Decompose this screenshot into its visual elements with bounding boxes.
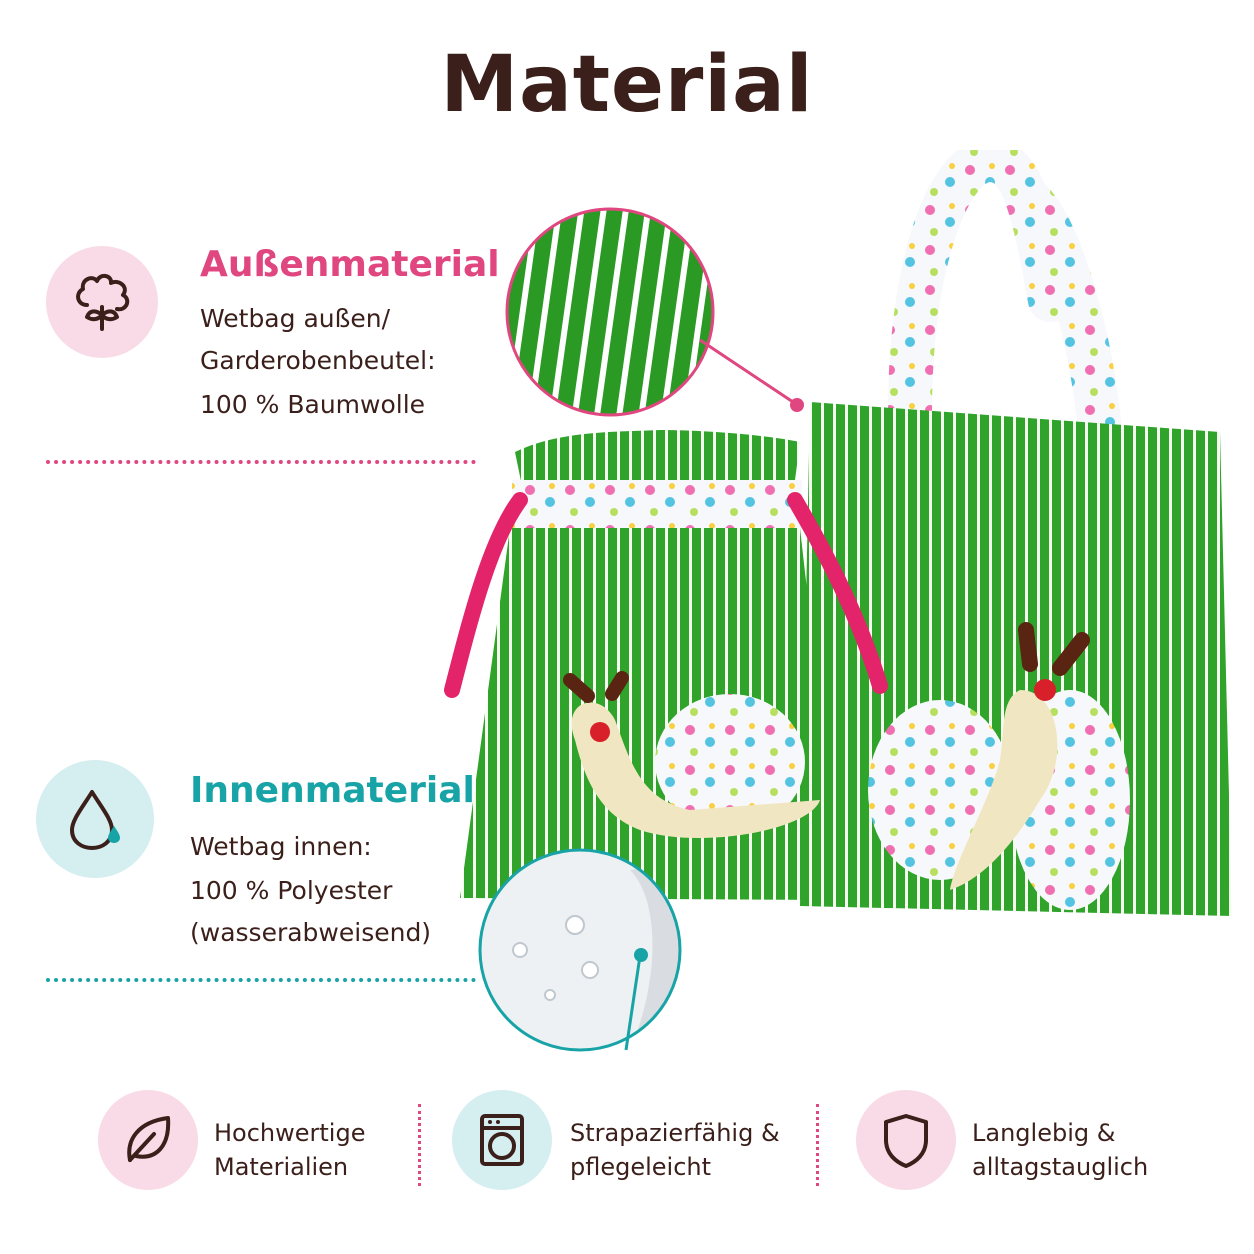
divider-pink [46, 460, 476, 464]
inner-material-heading: Innenmaterial [190, 770, 475, 811]
page-title: Material [440, 40, 814, 130]
feature-separator [418, 1104, 421, 1186]
feature-1-line1: Hochwertige [214, 1119, 366, 1147]
feature-separator [816, 1104, 819, 1186]
feature-1-line2: Materialien [214, 1153, 349, 1181]
feature-2-line1: Strapazierfähig & [570, 1119, 780, 1147]
divider-teal [46, 978, 476, 982]
inner-material-line1: Wetbag innen: [190, 832, 372, 861]
leaf-icon [98, 1090, 198, 1190]
water-drop-icon [36, 760, 154, 878]
outer-material-heading: Außenmaterial [200, 244, 500, 285]
feature-2-line2: pflegeleicht [570, 1153, 712, 1181]
inner-material-value: 100 % Polyester [190, 876, 393, 905]
outer-material-line2: Garderobenbeutel: [200, 346, 436, 375]
outer-material-value: 100 % Baumwolle [200, 390, 426, 419]
feature-3-line1: Langlebig & [972, 1119, 1116, 1147]
washing-machine-icon [452, 1090, 552, 1190]
outer-material-line1: Wetbag außen/ [200, 304, 391, 333]
feature-3-line2: alltagstauglich [972, 1153, 1149, 1181]
product-photo [444, 150, 1232, 1052]
cotton-icon [46, 246, 158, 358]
inner-material-value2: (wasserabweisend) [190, 918, 432, 947]
shield-icon [856, 1090, 956, 1190]
